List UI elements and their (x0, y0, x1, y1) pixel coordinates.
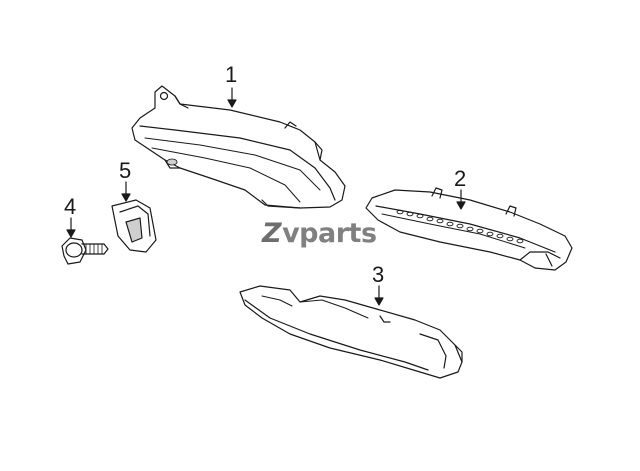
part-4-bolt (61, 237, 109, 265)
part-5-clip (111, 199, 157, 253)
watermark-text: vparts (282, 218, 377, 249)
callout-5: 5 (119, 158, 132, 183)
part-1-housing (131, 85, 346, 209)
callout-1: 1 (225, 62, 238, 87)
part-2-lamp (365, 187, 573, 271)
watermark-mark: Z (262, 218, 282, 249)
watermark-logo: Zvparts (262, 218, 377, 249)
part-3-bezel (239, 285, 463, 379)
callout-3: 3 (372, 262, 385, 287)
callout-2: 2 (454, 166, 467, 191)
leader-lines (66, 87, 466, 306)
callout-4: 4 (64, 194, 77, 219)
